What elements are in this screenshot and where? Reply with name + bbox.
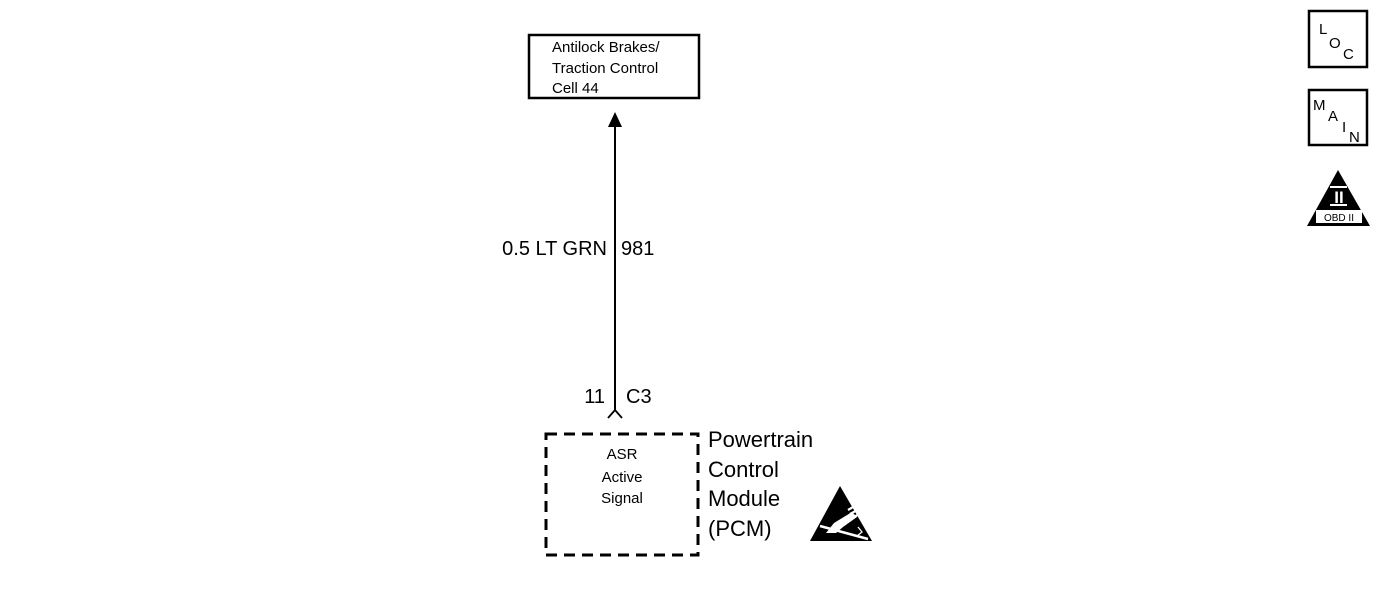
connector-name: C3 (626, 386, 652, 408)
esd-warning-icon (810, 486, 872, 541)
main-letter-n: N (1349, 129, 1360, 146)
obd-label: OBD II (1324, 213, 1354, 224)
pcm-internal-line1: ASR (607, 446, 638, 463)
loc-letter-o: O (1329, 35, 1341, 52)
location-view-button[interactable]: L O C (1307, 9, 1369, 69)
pcm-name-line3: Module (708, 486, 780, 511)
abs-label-line3: Cell 44 (552, 80, 599, 97)
abs-component-box (527, 33, 701, 100)
pcm-name-line1: Powertrain (708, 427, 813, 452)
pcm-name-line4: (PCM) (708, 516, 772, 541)
pcm-internal-line2: Active (602, 469, 643, 486)
abs-traction-control-reference[interactable]: Antilock Brakes/ Traction Control Cell 4… (527, 33, 701, 100)
obd-numeral: II (1334, 188, 1343, 207)
wire-size-color-label: 0.5 LT GRN (502, 238, 607, 260)
wire-arrow-head (608, 112, 622, 127)
abs-label-line1: Antilock Brakes/ (552, 39, 660, 56)
main-menu-button[interactable]: M A I N (1307, 88, 1369, 147)
pcm-name-line2: Control (708, 457, 779, 482)
main-letter-m: M (1313, 97, 1326, 114)
obd-ii-button[interactable]: II OBD II (1307, 170, 1370, 226)
loc-letter-l: L (1319, 21, 1327, 38)
pcm-module-box (544, 432, 700, 557)
loc-letter-c: C (1343, 46, 1354, 63)
connector-female-terminal (607, 408, 623, 419)
connector-pin-number: 11 (584, 386, 605, 408)
main-letter-a: A (1328, 108, 1338, 125)
pcm-internal-line3: Signal (601, 490, 643, 507)
main-letter-i: I (1342, 119, 1346, 136)
wire-circuit-number: 981 (621, 238, 654, 260)
abs-label-line2: Traction Control (552, 60, 658, 77)
